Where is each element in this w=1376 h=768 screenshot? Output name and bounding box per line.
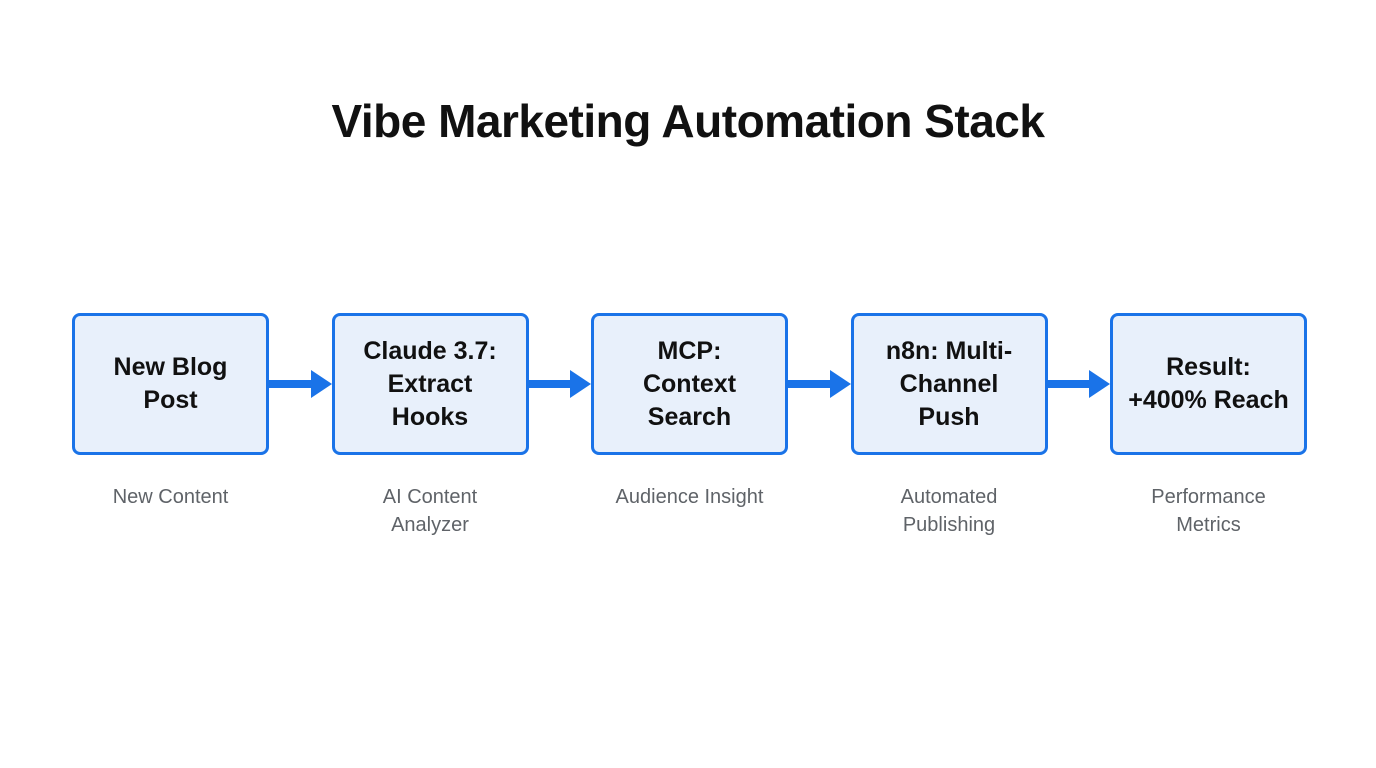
node-caption: Audience Insight [615, 486, 764, 508]
arrow-stem [269, 380, 311, 388]
arrow-right-icon [1089, 370, 1110, 398]
flow-arrow [269, 370, 332, 398]
arrow-right-icon [570, 370, 591, 398]
arrow-stem [528, 380, 570, 388]
stage-result-reach: Result: +400% Reach Performance Metrics [1110, 313, 1307, 539]
node-caption: AI Content Analyzer [382, 486, 478, 536]
flow-arrow [528, 370, 591, 398]
node-caption: Performance Metrics [1151, 486, 1266, 536]
stage-new-blog-post: New Blog Post New Content [72, 313, 269, 511]
stage-n8n-multichannel-push: n8n: Multi- Channel Push Automated Publi… [850, 313, 1048, 539]
flow-node: n8n: Multi- Channel Push [850, 313, 1048, 455]
arrow-right-icon [829, 370, 851, 398]
node-label: New Blog Post [113, 353, 228, 414]
arrow-stem [1047, 380, 1089, 388]
flow-node: MCP: Context Search [591, 313, 788, 455]
node-label: Claude 3.7: Extract Hooks [363, 336, 497, 431]
flowchart: New Blog Post New Content Claude 3.7: Ex… [72, 313, 1307, 539]
arrow-right-icon [310, 370, 332, 398]
flow-node: Claude 3.7: Extract Hooks [331, 313, 529, 455]
flow-arrow [1047, 370, 1110, 398]
flow-arrow [788, 370, 851, 398]
node-label: Result: +400% Reach [1128, 353, 1289, 414]
node-caption: New Content [112, 486, 229, 508]
node-label: n8n: Multi- Channel Push [885, 336, 1013, 431]
flow-node: Result: +400% Reach [1110, 313, 1307, 455]
stage-claude-extract-hooks: Claude 3.7: Extract Hooks AI Content Ana… [331, 313, 529, 539]
page-title: Vibe Marketing Automation Stack [331, 95, 1045, 147]
flow-node: New Blog Post [72, 313, 269, 455]
node-caption: Automated Publishing [900, 486, 998, 536]
stage-mcp-context-search: MCP: Context Search Audience Insight [591, 313, 788, 511]
arrow-stem [788, 380, 830, 388]
node-label: MCP: Context Search [642, 336, 737, 431]
